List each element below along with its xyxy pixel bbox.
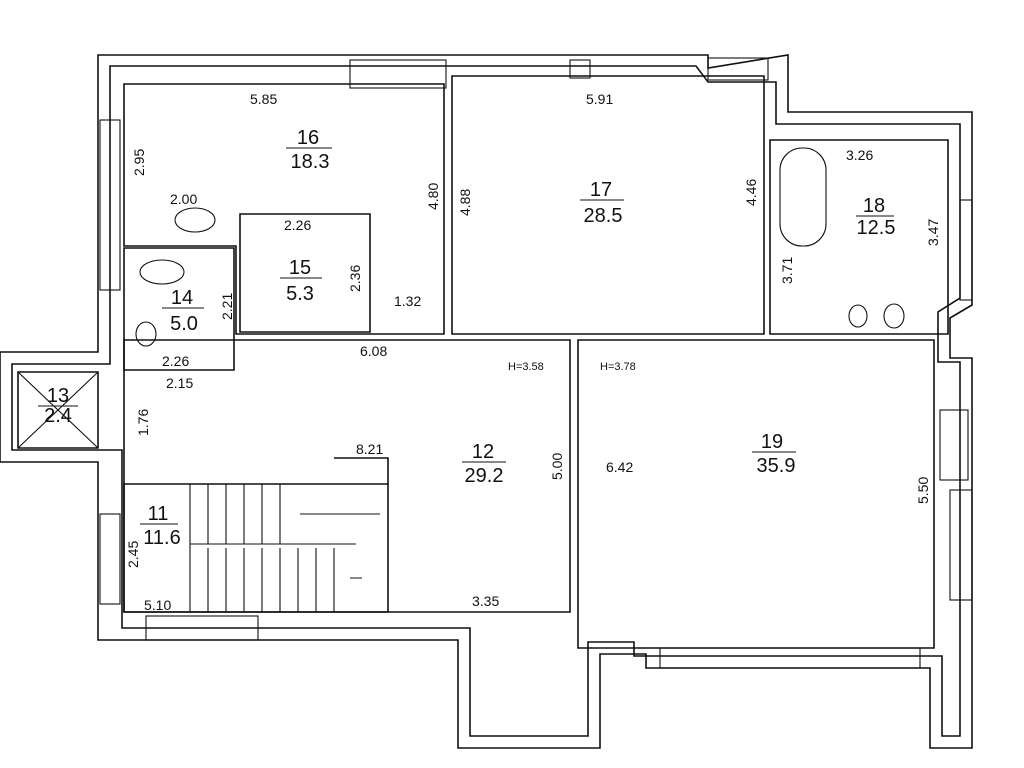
dimension: 3.47 bbox=[925, 219, 941, 246]
room-area: 5.3 bbox=[286, 283, 314, 305]
room-area: 29.2 bbox=[465, 465, 504, 487]
room-number: 16 bbox=[297, 127, 319, 149]
dimension: 5.10 bbox=[144, 597, 171, 613]
dimension: 5.91 bbox=[586, 91, 613, 107]
dimension: 5.50 bbox=[915, 477, 931, 504]
dimension: 1.76 bbox=[135, 409, 151, 436]
ceiling-height: H=3.58 bbox=[508, 361, 544, 373]
dimension: 2.36 bbox=[347, 265, 363, 292]
dimension: 2.95 bbox=[131, 149, 147, 176]
outer-walls bbox=[0, 54, 973, 749]
dimension: 4.88 bbox=[457, 189, 473, 216]
elevator-shaft bbox=[17, 371, 99, 449]
fixtures bbox=[135, 147, 969, 481]
bathtub-icon bbox=[779, 147, 827, 247]
room-area: 12.5 bbox=[857, 217, 896, 239]
dimension: 5.00 bbox=[549, 453, 565, 480]
dimension: 2.45 bbox=[125, 541, 141, 568]
dimension: 2.00 bbox=[170, 191, 197, 207]
room-number: 12 bbox=[472, 441, 494, 463]
dimension-labels: 5.85 2.95 4.80 2.00 5.91 4.88 4.46 3.26 … bbox=[125, 91, 941, 613]
staircase bbox=[189, 484, 380, 612]
ceiling-heights: H=3.58 H=3.78 bbox=[508, 361, 636, 373]
dimension: 6.42 bbox=[606, 459, 633, 475]
dimension: 3.71 bbox=[779, 257, 795, 284]
toilet-icon bbox=[135, 321, 157, 347]
dimension: 3.35 bbox=[472, 593, 499, 609]
dimension: 2.26 bbox=[284, 217, 311, 233]
room-area: 2.4 bbox=[44, 405, 72, 427]
room-number: 17 bbox=[590, 179, 612, 201]
dimension: 2.26 bbox=[162, 353, 189, 369]
sink-icon bbox=[174, 207, 216, 233]
dimension: 4.80 bbox=[425, 183, 441, 210]
stove-icon bbox=[939, 409, 969, 481]
room-area: 11.6 bbox=[143, 527, 180, 549]
dimension: 6.08 bbox=[360, 343, 387, 359]
dimension: 2.15 bbox=[166, 375, 193, 391]
interior-walls bbox=[17, 75, 949, 649]
room-area: 5.0 bbox=[170, 313, 198, 335]
dimension: 1.32 bbox=[394, 293, 421, 309]
dimension: 4.46 bbox=[743, 179, 759, 206]
sink-icon bbox=[139, 259, 185, 285]
room-number: 11 bbox=[148, 503, 169, 525]
room-area: 18.3 bbox=[291, 151, 330, 173]
room-number: 18 bbox=[863, 195, 885, 217]
ceiling-height: H=3.78 bbox=[600, 361, 636, 373]
toilet-icon bbox=[848, 304, 868, 328]
room-area: 35.9 bbox=[757, 455, 796, 477]
room-number: 15 bbox=[289, 257, 311, 279]
room-number: 14 bbox=[171, 287, 193, 309]
room-labels: 11 11.6 12 29.2 13 2.4 14 5.0 15 5.3 16 … bbox=[38, 127, 895, 549]
dimension: 5.85 bbox=[250, 91, 277, 107]
dimension: 8.21 bbox=[356, 441, 383, 457]
dimension: 3.26 bbox=[846, 147, 873, 163]
room-number: 19 bbox=[761, 431, 783, 453]
toilet-icon bbox=[883, 303, 905, 329]
room-number: 13 bbox=[47, 385, 69, 407]
windows bbox=[99, 57, 973, 669]
dimension: 2.21 bbox=[219, 293, 235, 320]
room-area: 28.5 bbox=[584, 205, 623, 227]
